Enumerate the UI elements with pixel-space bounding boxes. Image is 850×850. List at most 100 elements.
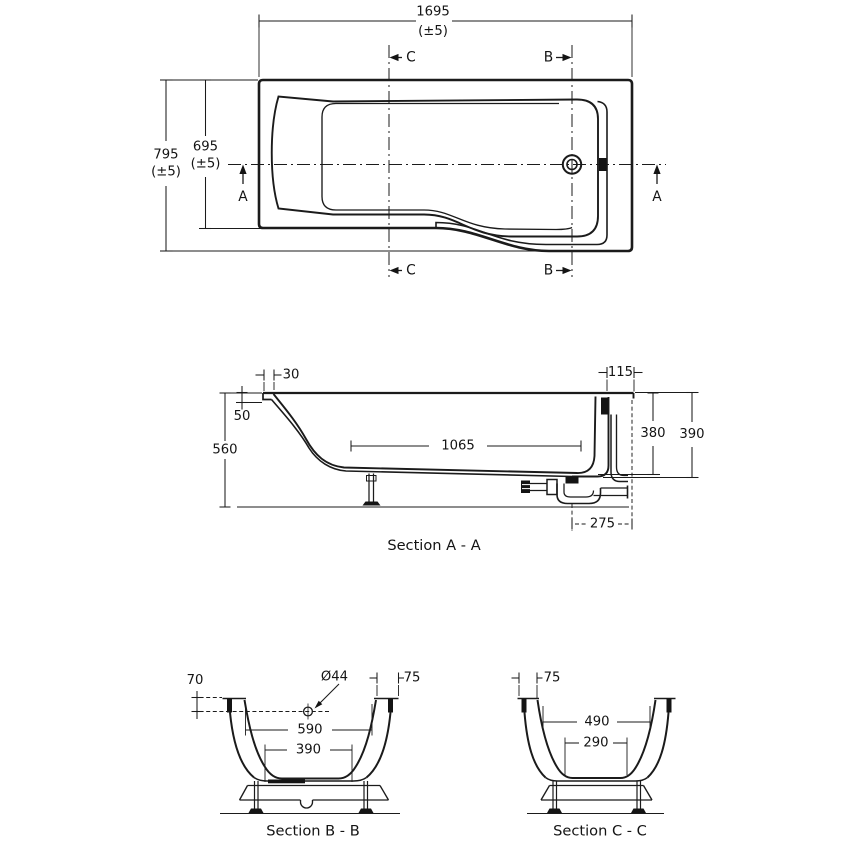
section-marker-a-right: A — [652, 164, 662, 205]
drain-tailpiece — [565, 476, 579, 484]
dim-top-width-490: 490 — [542, 706, 651, 730]
dim-overall-width-value: 795 — [153, 148, 178, 163]
section-a-caption: Section A - A — [387, 537, 480, 554]
dim-rim-drop-50: 50 — [234, 386, 251, 424]
overflow-hole-callout: Ø44 — [302, 670, 348, 720]
arrow-right-icon — [562, 53, 572, 62]
dim-length-value: 1695 — [416, 5, 450, 20]
left-wall-outer — [523, 712, 547, 779]
support-leg — [362, 473, 381, 506]
right-wall-outer — [646, 712, 670, 779]
section-c-c-view: 75 490 290 Section C - C — [511, 671, 676, 840]
right-wall-outer — [365, 712, 392, 779]
plan-view: 1695 (±5) 795 (±5) 695 (±5) — [151, 5, 666, 279]
leg-foot — [631, 808, 646, 813]
arrow-left-icon — [389, 53, 399, 62]
arrow-up-icon — [239, 164, 247, 174]
arrow-right-icon — [562, 266, 572, 275]
leader-arrow-icon — [314, 700, 323, 709]
section-b-caption: Section B - B — [266, 823, 359, 840]
left-wall-outer — [229, 712, 255, 779]
dim-overflow-drop-value: 70 — [187, 673, 204, 688]
drain-inner-circle — [566, 158, 578, 171]
bath-basin-outline — [270, 95, 599, 238]
dim-inner-depth-380: 380 — [640, 392, 666, 476]
bath-rim-edge — [435, 100, 608, 246]
dim-overflow-drop-70: 70 — [187, 673, 204, 719]
dim-inner-depth-value: 380 — [640, 426, 665, 441]
arrow-left-icon — [389, 266, 399, 275]
left-lip-hook — [262, 393, 272, 401]
dim-length-1695: 1695 (±5) — [258, 5, 633, 77]
dim-floor-length-value: 1065 — [441, 439, 475, 454]
leg-foot — [547, 808, 562, 813]
dim-top-width-590: 590 — [245, 704, 373, 738]
left-rim-lip — [227, 698, 232, 713]
dim-rim-overhang-115: 115 — [598, 365, 643, 392]
dim-inner-width-value: 695 — [193, 140, 218, 155]
dim-inner-width-tolerance: (±5) — [191, 157, 221, 172]
drain-outer-circle — [561, 154, 583, 175]
leg-foot — [358, 808, 374, 813]
cradle-notch — [299, 800, 314, 809]
dim-waste-offset-275: 275 — [571, 400, 633, 532]
drain-boss — [268, 779, 305, 784]
dim-outer-depth-value: 390 — [679, 427, 704, 442]
dim-floor-width-290: 290 — [564, 736, 628, 775]
dim-outer-depth-390: 390 — [679, 391, 705, 479]
right-rim-lip — [666, 698, 672, 713]
support-legs — [547, 781, 646, 813]
support-legs — [248, 781, 374, 813]
right-wall-outer — [572, 397, 610, 478]
dim-floor-length-1065: 1065 — [350, 439, 582, 454]
dim-top-width-value: 590 — [297, 723, 322, 738]
section-a-a-view: 30 50 560 1065 — [212, 365, 704, 554]
leg-bracket — [366, 475, 377, 482]
dim-rim-width-value: 75 — [544, 671, 561, 686]
exterior-profile — [270, 398, 573, 478]
left-rim-lip — [521, 698, 527, 713]
bath-outer-outline — [257, 78, 634, 253]
dim-rim-width-75-b: 75 — [369, 671, 420, 696]
dim-rim-overhang-value: 115 — [608, 365, 633, 380]
marker-c-label: C — [406, 263, 416, 279]
section-marker-a-left: A — [238, 164, 248, 205]
dim-height-560: 560 — [212, 392, 238, 508]
marker-a-label: A — [238, 189, 248, 205]
section-marker-c-top: C — [389, 50, 416, 66]
section-marker-b-top: B — [544, 50, 572, 66]
dim-inner-width-695: 695 (±5) — [191, 79, 268, 230]
marker-c-label: C — [406, 50, 416, 66]
waste-fitting — [521, 480, 530, 493]
dim-waste-offset-value: 275 — [590, 517, 615, 532]
dim-lip-value: 30 — [283, 368, 300, 383]
dim-overflow-dia-value: Ø44 — [321, 670, 348, 685]
interior-profile — [272, 393, 597, 474]
trap-bowl-inner — [563, 483, 595, 498]
dim-rim-drop-value: 50 — [234, 409, 251, 424]
dim-length-tolerance: (±5) — [418, 24, 448, 39]
marker-a-label: A — [652, 189, 662, 205]
section-c-caption: Section C - C — [553, 823, 647, 840]
dim-floor-width-value: 290 — [583, 736, 608, 751]
section-marker-b-bottom: B — [544, 263, 572, 279]
right-rim-lip — [388, 698, 393, 713]
overflow-pipe-inner — [615, 414, 628, 477]
trap-bowl-outer — [556, 483, 602, 505]
basin-profile — [243, 699, 377, 780]
marker-b-label: B — [544, 263, 553, 279]
section-b-b-view: 70 Ø44 75 590 — [187, 670, 421, 840]
marker-b-label: B — [544, 50, 553, 66]
dim-overall-width-tolerance: (±5) — [151, 165, 181, 180]
dim-floor-width-value: 390 — [296, 743, 321, 758]
dim-rim-width-75-c: 75 — [511, 671, 561, 698]
support-cradle — [238, 784, 390, 809]
overflow-pipe-outer — [610, 414, 628, 483]
basin-profile — [536, 699, 657, 779]
waste-trap-assembly — [521, 476, 629, 505]
floor-exterior — [253, 776, 367, 782]
leg-foot — [248, 808, 264, 813]
arrow-up-icon — [653, 164, 661, 174]
support-cradle — [540, 784, 653, 801]
